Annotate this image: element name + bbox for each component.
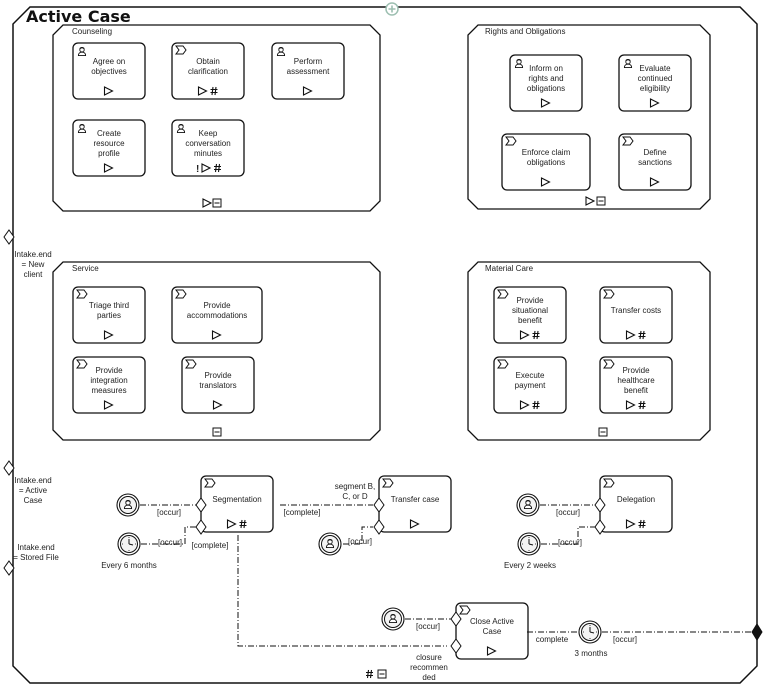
stage-rights-label: Rights and Obligations	[485, 27, 566, 36]
user-event-delegation[interactable]	[517, 494, 539, 516]
connector-timer-delegation	[541, 526, 595, 545]
timer-event-three-months[interactable]	[578, 620, 602, 644]
label-stored-file: Intake.end= Stored File	[13, 543, 59, 562]
connector-user-transfer	[343, 526, 373, 545]
label-three-months: 3 months	[575, 649, 608, 658]
connectors	[140, 504, 752, 647]
label-occur-7: [occur]	[613, 635, 637, 644]
label-complete-3: complete	[536, 635, 569, 644]
stage-material-label: Material Care	[485, 264, 534, 273]
task-label: Transfer case	[391, 495, 440, 504]
label-six-months: Every 6 months	[101, 561, 157, 570]
label-complete-2: [complete]	[284, 508, 321, 517]
task-transfer-case[interactable]: Transfer case	[378, 475, 452, 533]
task-delegation[interactable]: Delegation	[599, 475, 673, 533]
task-transfer-costs[interactable]: Transfer costs	[599, 286, 673, 344]
label-complete-1: [complete]	[192, 541, 229, 550]
stage-service-markers	[212, 427, 222, 437]
label-segment: segment B,C, or D	[335, 482, 375, 501]
case-planning-icon	[385, 2, 399, 16]
label-two-weeks: Every 2 weeks	[504, 561, 556, 570]
task-label: Transfer costs	[611, 306, 661, 315]
timer-event-six-months[interactable]	[117, 532, 141, 556]
user-event-segmentation[interactable]	[117, 494, 139, 516]
connector-segmentation-close	[237, 535, 447, 647]
case-exit-criterion	[751, 623, 763, 641]
label-occur-4: [occur]	[556, 508, 580, 517]
user-event-transfer[interactable]	[319, 533, 341, 555]
timer-event-two-weeks[interactable]	[517, 532, 541, 556]
stage-service-label: Service	[72, 264, 99, 273]
task-label: Segmentation	[212, 495, 261, 504]
task-segmentation[interactable]: Segmentation	[200, 475, 274, 533]
user-event-close[interactable]	[382, 608, 404, 630]
case-title: Active Case	[26, 7, 131, 26]
label-occur-2: [occur]	[158, 538, 182, 547]
stage-material-markers	[598, 427, 608, 437]
connector-timer-segmentation	[141, 526, 200, 545]
required-marker: !	[196, 164, 199, 175]
label-occur-3: [occur]	[348, 537, 372, 546]
label-occur-1: [occur]	[157, 508, 181, 517]
stage-counseling-label: Counseling	[72, 27, 112, 36]
label-occur-5: [occur]	[558, 538, 582, 547]
label-occur-6: [occur]	[416, 622, 440, 631]
task-label: Delegation	[617, 495, 655, 504]
